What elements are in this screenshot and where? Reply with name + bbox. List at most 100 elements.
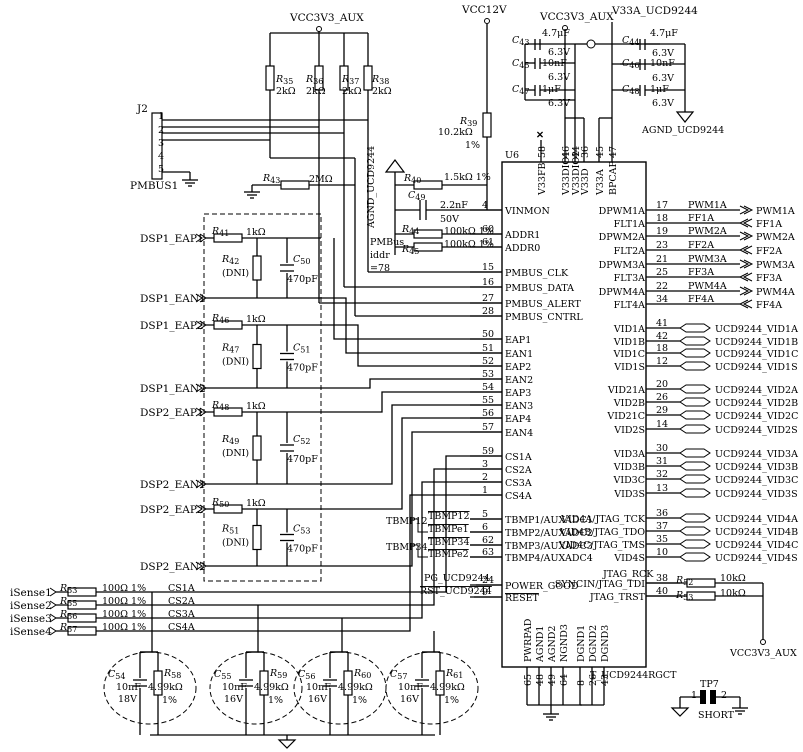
svg-text:DPWM1A: DPWM1A — [599, 206, 646, 217]
svg-text:VID1C: VID1C — [612, 349, 645, 360]
svg-text:R59: R59 — [269, 668, 287, 680]
svg-text:R40: R40 — [403, 173, 421, 185]
svg-text:R47: R47 — [221, 343, 239, 355]
agnd-bottom-symbol — [277, 739, 297, 749]
jtag-pullups: R52 10kΩ R53 10kΩ VCC3V3_AUX — [646, 573, 797, 659]
pmbus-address-note: PMBus iddr =78 — [370, 237, 404, 274]
svg-text:VID2B: VID2B — [613, 398, 645, 409]
svg-text:18: 18 — [656, 213, 668, 224]
svg-text:4: 4 — [158, 151, 164, 162]
svg-text:PWM4A: PWM4A — [688, 281, 727, 292]
svg-text:FF3A: FF3A — [756, 273, 782, 284]
svg-text:4: 4 — [482, 200, 488, 211]
svg-text:CS1A: CS1A — [505, 452, 532, 463]
svg-text:45: 45 — [595, 146, 606, 158]
svg-text:17: 17 — [656, 200, 668, 211]
svg-text:iSense2: iSense2 — [10, 600, 52, 612]
svg-text:AGND2: AGND2 — [547, 626, 558, 663]
svg-text:12: 12 — [656, 356, 668, 367]
svg-text:1%: 1% — [162, 695, 177, 706]
svg-text:TBMP12: TBMP12 — [386, 516, 428, 527]
svg-text:100Ω 1%: 100Ω 1% — [102, 622, 146, 633]
svg-text:UCD9244_VID2C: UCD9244_VID2C — [715, 411, 798, 422]
svg-text:PWRPAD: PWRPAD — [523, 618, 534, 662]
svg-text:31: 31 — [656, 456, 668, 467]
pmbus-connector: J2 1 2 3 4 5 PMBUS1 — [130, 103, 178, 192]
svg-text:C51: C51 — [293, 343, 310, 355]
svg-text:10kΩ: 10kΩ — [720, 573, 746, 584]
dsp-signal-label: DSP2_EAN1 — [140, 479, 206, 491]
r39-resistor: R39 10.2kΩ 1% — [438, 116, 480, 151]
svg-text:R55: R55 — [59, 596, 77, 608]
svg-text:T_UCD9244RGCT: T_UCD9244RGCT — [590, 670, 677, 681]
svg-text:SYNCIN/JTAG_TDI: SYNCIN/JTAG_TDI — [555, 579, 645, 590]
svg-text:10nF: 10nF — [222, 682, 247, 693]
svg-text:6.3V: 6.3V — [652, 48, 674, 59]
svg-text:PMBUS_ALERT: PMBUS_ALERT — [505, 299, 581, 310]
svg-text:27: 27 — [482, 293, 494, 304]
svg-text:R38: R38 — [371, 74, 389, 86]
svg-text:FF1A: FF1A — [688, 213, 714, 224]
svg-text:49: 49 — [547, 674, 558, 686]
svg-text:38: 38 — [656, 573, 668, 584]
svg-text:iSense3: iSense3 — [10, 613, 52, 625]
svg-text:42: 42 — [656, 331, 668, 342]
svg-text:FLT4A: FLT4A — [614, 300, 646, 311]
svg-text:VID4S: VID4S — [613, 553, 645, 564]
svg-text:1: 1 — [691, 690, 697, 701]
svg-text:CS4A: CS4A — [168, 622, 195, 633]
svg-text:UCD9244_VID3A: UCD9244_VID3A — [715, 449, 798, 460]
svg-text:1.5kΩ 1%: 1.5kΩ 1% — [444, 172, 491, 183]
svg-text:JTAG_TRST: JTAG_TRST — [589, 592, 646, 603]
svg-text:20: 20 — [656, 379, 668, 390]
svg-text:UCD9244_VID2A: UCD9244_VID2A — [715, 385, 798, 396]
r44-resistor: R44 100kΩ 1% — [401, 224, 494, 237]
svg-text:R57: R57 — [59, 622, 77, 634]
svg-text:EAP1: EAP1 — [505, 335, 531, 346]
svg-text:29: 29 — [656, 405, 668, 416]
dsp-signal-label: DSP1_EAP1 — [140, 233, 204, 245]
svg-text:16V: 16V — [308, 694, 327, 705]
svg-text:C57: C57 — [390, 669, 407, 681]
svg-text:10: 10 — [656, 547, 668, 558]
svg-text:16V: 16V — [400, 694, 419, 705]
svg-text:UCD9244_VID3B: UCD9244_VID3B — [715, 462, 798, 473]
svg-text:10nF: 10nF — [116, 682, 141, 693]
svg-text:26: 26 — [656, 392, 668, 403]
svg-text:22: 22 — [656, 281, 668, 292]
svg-text:JTAG_RCK: JTAG_RCK — [602, 569, 654, 580]
vcc3v3-aux-mid-label: VCC3V3_AUX — [539, 11, 614, 23]
svg-text:10nF: 10nF — [306, 682, 331, 693]
svg-text:R41: R41 — [211, 226, 229, 238]
svg-text:65: 65 — [523, 674, 534, 686]
svg-text:DGND1: DGND1 — [576, 625, 587, 662]
svg-text:48: 48 — [535, 674, 546, 686]
r43-resistor: R43 2MΩ — [243, 173, 355, 199]
svg-text:VID1B: VID1B — [613, 337, 645, 348]
svg-text:43: 43 — [600, 674, 611, 686]
svg-text:V33A: V33A — [595, 169, 606, 196]
svg-text:VID1A: VID1A — [613, 324, 645, 335]
svg-text:C56: C56 — [298, 669, 315, 681]
svg-text:VID4B/JTAG_TDO: VID4B/JTAG_TDO — [559, 527, 645, 538]
rc-filters: C5410nF18VR584.99kΩ1%C5510nF16VR594.99kΩ… — [103, 592, 479, 735]
svg-text:1%: 1% — [444, 695, 459, 706]
dsp-signal-label: DSP1_EAN1 — [140, 293, 206, 305]
svg-text:61: 61 — [482, 237, 494, 248]
